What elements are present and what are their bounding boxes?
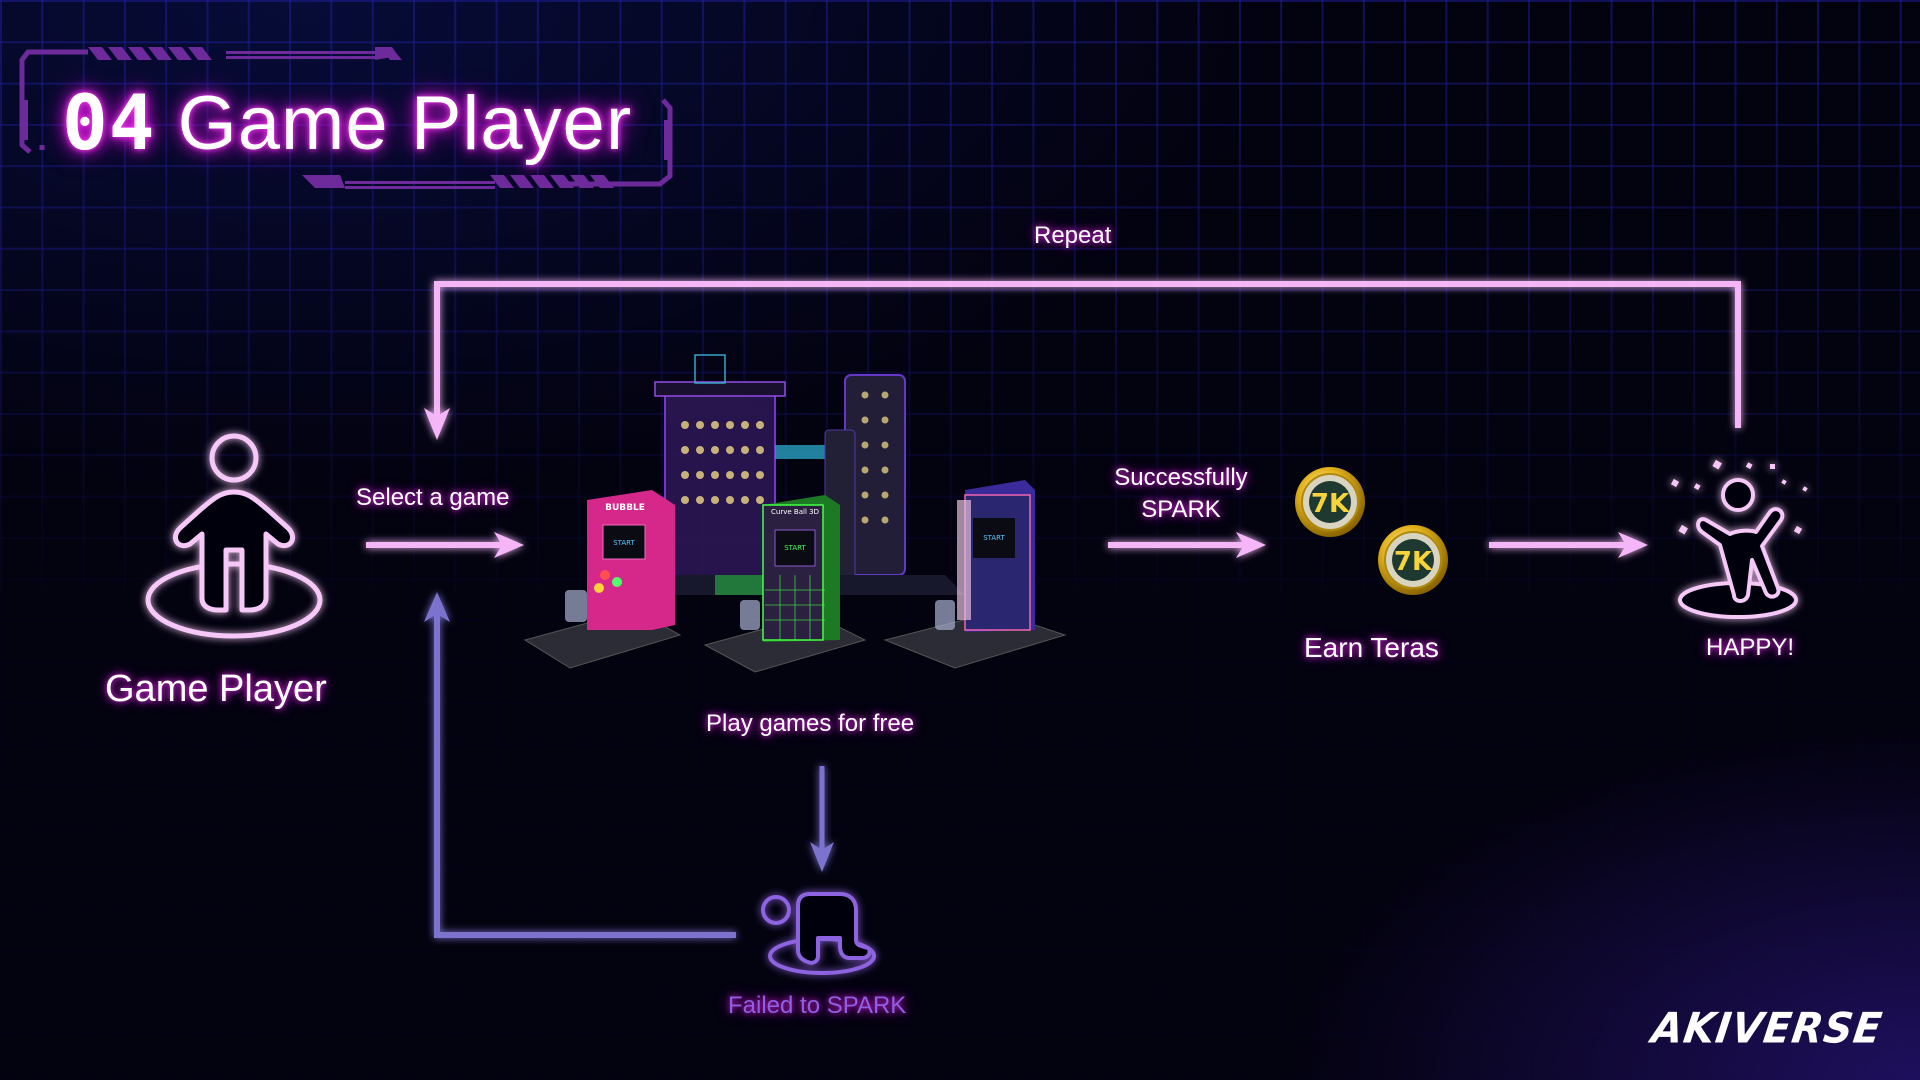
akiverse-logo: AKIVERSE xyxy=(1648,1004,1886,1054)
repeat-arrowhead xyxy=(424,408,450,440)
failed-label: Failed to SPARK xyxy=(728,992,907,1019)
coin-2: 7K xyxy=(1378,525,1448,595)
section-title: Game Player xyxy=(177,81,633,166)
arcade-title-curveball: Curve Ball 3D xyxy=(771,508,819,516)
arcade-screen-text-2: START xyxy=(784,544,806,552)
arcade-cabinet-anime: START xyxy=(883,480,1067,669)
earn-arrowhead xyxy=(1618,532,1648,558)
success-arrowhead xyxy=(1236,532,1266,558)
select-game-label: Select a game xyxy=(356,484,510,511)
retry-arrowhead xyxy=(424,592,450,622)
player-label: Game Player xyxy=(105,668,327,710)
arcade-machines-illustration: START BUBBLE START Curve Ball 3D START xyxy=(523,354,1067,673)
fallen-person-icon xyxy=(761,892,876,975)
repeat-loop-line xyxy=(434,281,1741,428)
success-label: Successfully SPARK xyxy=(1106,464,1256,524)
svg-text:7K: 7K xyxy=(1394,547,1433,577)
success-label-line2: SPARK xyxy=(1141,496,1221,523)
teras-coin-icon: 7K 7K xyxy=(1295,467,1448,595)
title-frame xyxy=(19,47,673,189)
section-number: 04 xyxy=(62,78,156,167)
svg-text:BUBBLE: BUBBLE xyxy=(605,503,645,513)
arcade-screen-text-3: START xyxy=(983,534,1005,542)
play-free-label: Play games for free xyxy=(706,710,915,737)
retry-loop-line xyxy=(434,612,736,938)
page-title: 04 Game Player xyxy=(62,78,632,167)
standing-person-icon xyxy=(145,433,323,639)
arcade-screen-text-1: START xyxy=(613,539,635,547)
fail-arrowhead xyxy=(810,842,834,872)
svg-text:7K: 7K xyxy=(1311,489,1350,519)
celebrating-person-icon xyxy=(1670,459,1808,619)
arcade-cabinet-bubble-attack: START BUBBLE xyxy=(523,490,682,669)
success-label-line1: Successfully xyxy=(1114,464,1248,491)
repeat-label: Repeat xyxy=(1034,222,1112,249)
select-arrowhead xyxy=(494,532,524,558)
arcade-cabinet-curve-ball: START Curve Ball 3D xyxy=(703,495,867,673)
earn-teras-label: Earn Teras xyxy=(1304,632,1439,663)
coin-1: 7K xyxy=(1295,467,1365,537)
happy-label: HAPPY! xyxy=(1706,634,1795,661)
